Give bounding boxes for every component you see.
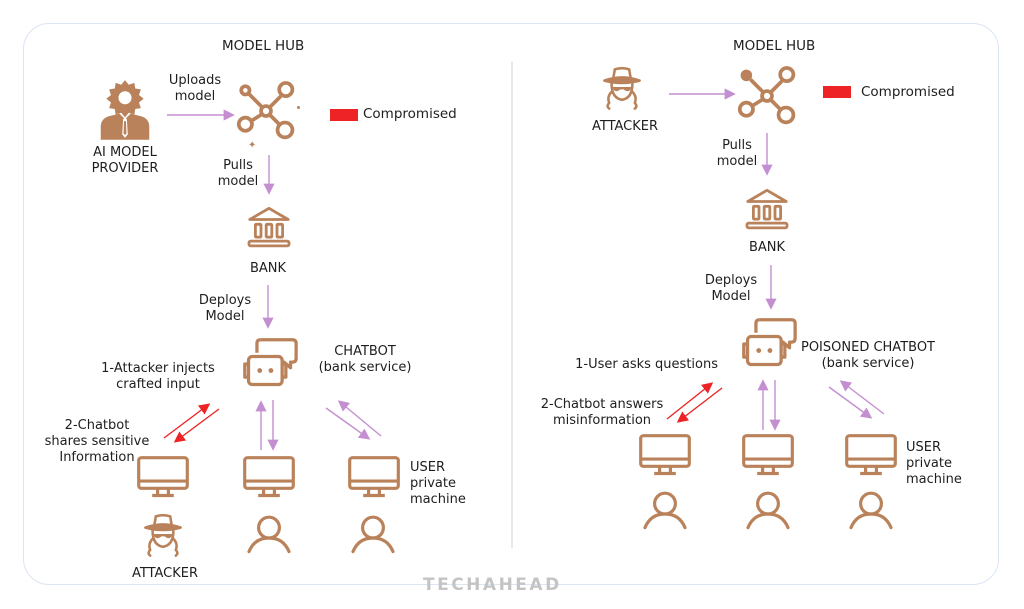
uploads-model-label: Uploads model bbox=[168, 73, 222, 104]
compromised-legend-label: Compromised bbox=[363, 106, 457, 122]
deploys-model-label: Deploys Model bbox=[704, 273, 758, 304]
user-private-monitor-icon bbox=[347, 455, 401, 500]
arrow-chatbot-to-user2 bbox=[828, 386, 873, 419]
diagram-frame bbox=[23, 23, 999, 585]
sparkle-dot-icon bbox=[297, 106, 300, 109]
user-private-machine-label: USER private machine bbox=[410, 460, 466, 507]
model-hub-title: MODEL HUB bbox=[222, 38, 305, 54]
compromised-legend-swatch bbox=[330, 109, 358, 121]
provider-label: AI MODEL PROVIDER bbox=[91, 145, 159, 176]
model-hub-icon bbox=[734, 63, 800, 129]
user-monitor-icon bbox=[638, 433, 692, 478]
attacker-monitor-icon bbox=[136, 455, 190, 500]
user-icon bbox=[349, 513, 397, 555]
attacker-label: ATTACKER bbox=[131, 566, 199, 581]
arrow-chatbot-to-user2 bbox=[325, 407, 371, 440]
arrow-poisoned-chatbot-to-user bbox=[676, 387, 723, 423]
attacker-icon bbox=[143, 511, 183, 557]
techahead-logo: TECHAHEAD bbox=[423, 575, 562, 595]
step2-chatbot-answers-label: 2-Chatbot answers misinformation bbox=[540, 397, 664, 428]
bank-label: BANK bbox=[748, 240, 786, 255]
ai-model-provider-icon bbox=[97, 78, 153, 140]
pulls-model-label: Pulls model bbox=[217, 158, 259, 189]
chatbot-label: CHATBOT (bank service) bbox=[318, 344, 412, 375]
user-monitor-icon bbox=[741, 433, 795, 478]
pulls-model-label: Pulls model bbox=[716, 138, 758, 169]
footer: TECHAHEAD bbox=[0, 575, 1024, 597]
model-hub-icon bbox=[233, 78, 299, 144]
compromised-legend-swatch bbox=[823, 86, 851, 98]
step1-user-asks-label: 1-User asks questions bbox=[575, 357, 718, 372]
bank-label: BANK bbox=[249, 261, 287, 276]
user-icon bbox=[744, 489, 792, 531]
bank-icon bbox=[743, 187, 791, 232]
deploys-model-label: Deploys Model bbox=[198, 293, 252, 324]
attacker-label: ATTACKER bbox=[591, 119, 659, 134]
arrow-attacker-to-chatbot bbox=[163, 403, 211, 439]
user-icon bbox=[641, 489, 689, 531]
panel-divider bbox=[511, 62, 513, 548]
arrow-user2-to-chatbot bbox=[337, 400, 382, 437]
arrow-user-to-poisoned-chatbot bbox=[666, 382, 714, 420]
arrow-user2-to-chatbot bbox=[839, 380, 885, 415]
model-hub-title: MODEL HUB bbox=[733, 38, 816, 54]
user-private-monitor-icon bbox=[844, 433, 898, 478]
bank-icon bbox=[245, 205, 293, 250]
arrow-chatbot-to-attacker bbox=[173, 408, 220, 443]
user-private-machine-label: USER private machine bbox=[906, 440, 962, 487]
poisoned-chatbot-label: POISONED CHATBOT (bank service) bbox=[800, 340, 935, 371]
chatbot-icon bbox=[240, 336, 300, 392]
user-icon bbox=[847, 489, 895, 531]
sparkle-icon: ✦ bbox=[248, 140, 257, 151]
step1-attacker-injects-label: 1-Attacker injects crafted input bbox=[101, 361, 215, 392]
attacker-icon bbox=[602, 62, 642, 112]
compromised-legend-label: Compromised bbox=[861, 84, 955, 100]
poisoned-chatbot-icon bbox=[739, 316, 799, 372]
user-monitor-icon bbox=[242, 455, 296, 500]
user-icon bbox=[245, 513, 293, 555]
step2-chatbot-shares-label: 2-Chatbot shares sensitive Information bbox=[44, 418, 150, 465]
